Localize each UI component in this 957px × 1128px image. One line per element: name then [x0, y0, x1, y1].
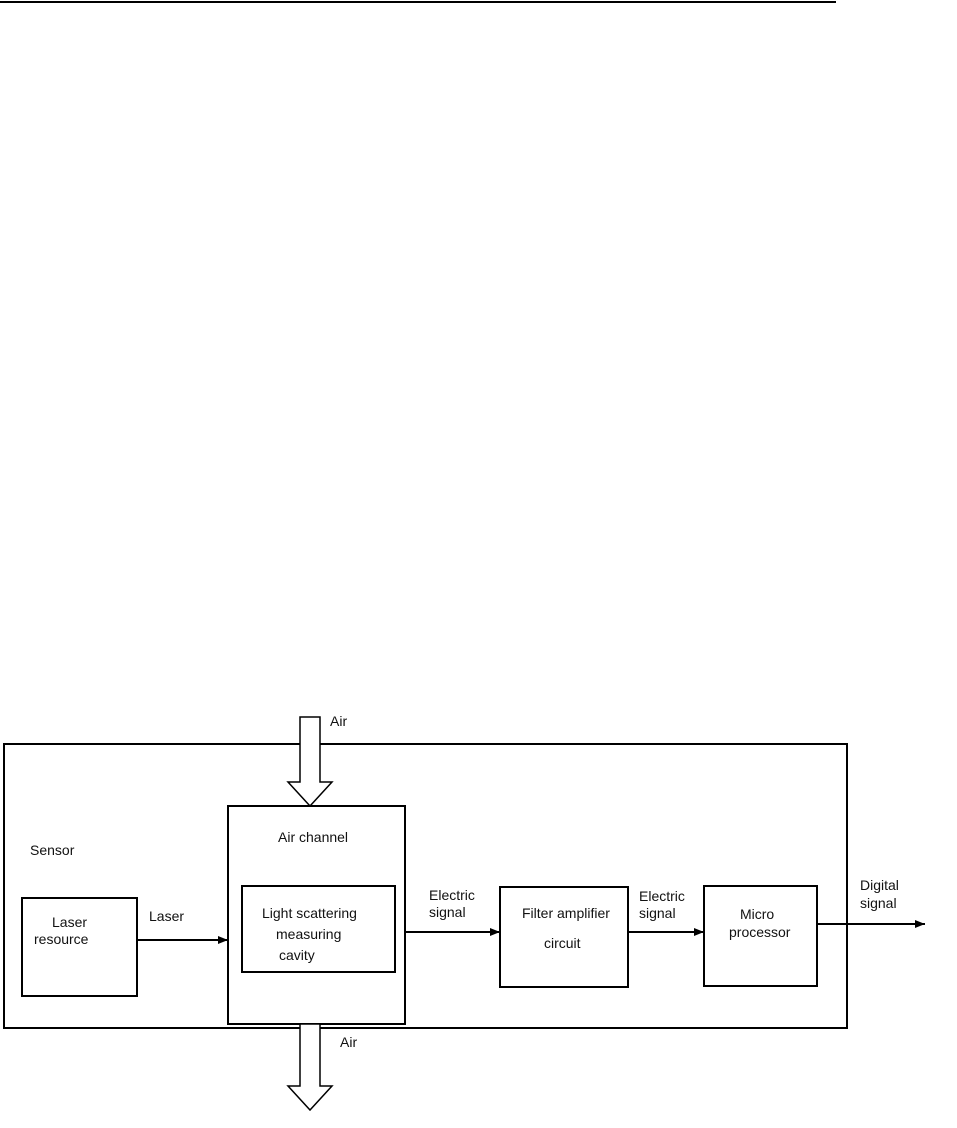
filter-amplifier-line1: Filter amplifier: [522, 905, 610, 921]
air-in-label: Air: [330, 713, 347, 729]
cavity-label-line3: cavity: [279, 947, 315, 963]
air-out-arrow: [286, 1023, 334, 1112]
filter-amplifier-line2: circuit: [544, 935, 581, 951]
electric-signal-2-line2: signal: [639, 905, 676, 921]
digital-signal-line1: Digital: [860, 877, 899, 893]
electric-signal-1-line1: Electric: [429, 887, 475, 903]
sensor-label: Sensor: [30, 842, 75, 858]
micro-processor-line1: Micro: [740, 906, 774, 922]
laser-resource-box: [21, 897, 138, 997]
digital-signal-line2: signal: [860, 895, 897, 911]
air-in-arrow: [286, 716, 334, 808]
filter-amplifier-box: [499, 886, 629, 988]
electric-signal-1-line2: signal: [429, 904, 466, 920]
micro-processor-line2: processor: [729, 924, 791, 940]
micro-processor-box: [703, 885, 818, 987]
cavity-box: [241, 885, 396, 973]
laser-resource-line2: resource: [34, 931, 89, 947]
laser-resource-line1: Laser: [52, 914, 87, 930]
air-out-label: Air: [340, 1034, 357, 1050]
cavity-label-line2: measuring: [276, 926, 341, 942]
air-channel-label: Air channel: [278, 829, 348, 845]
cavity-label-line1: Light scattering: [262, 905, 357, 921]
sensor-box: [3, 743, 848, 1029]
laser-arrow-label: Laser: [149, 908, 184, 924]
electric-signal-2-line1: Electric: [639, 888, 685, 904]
